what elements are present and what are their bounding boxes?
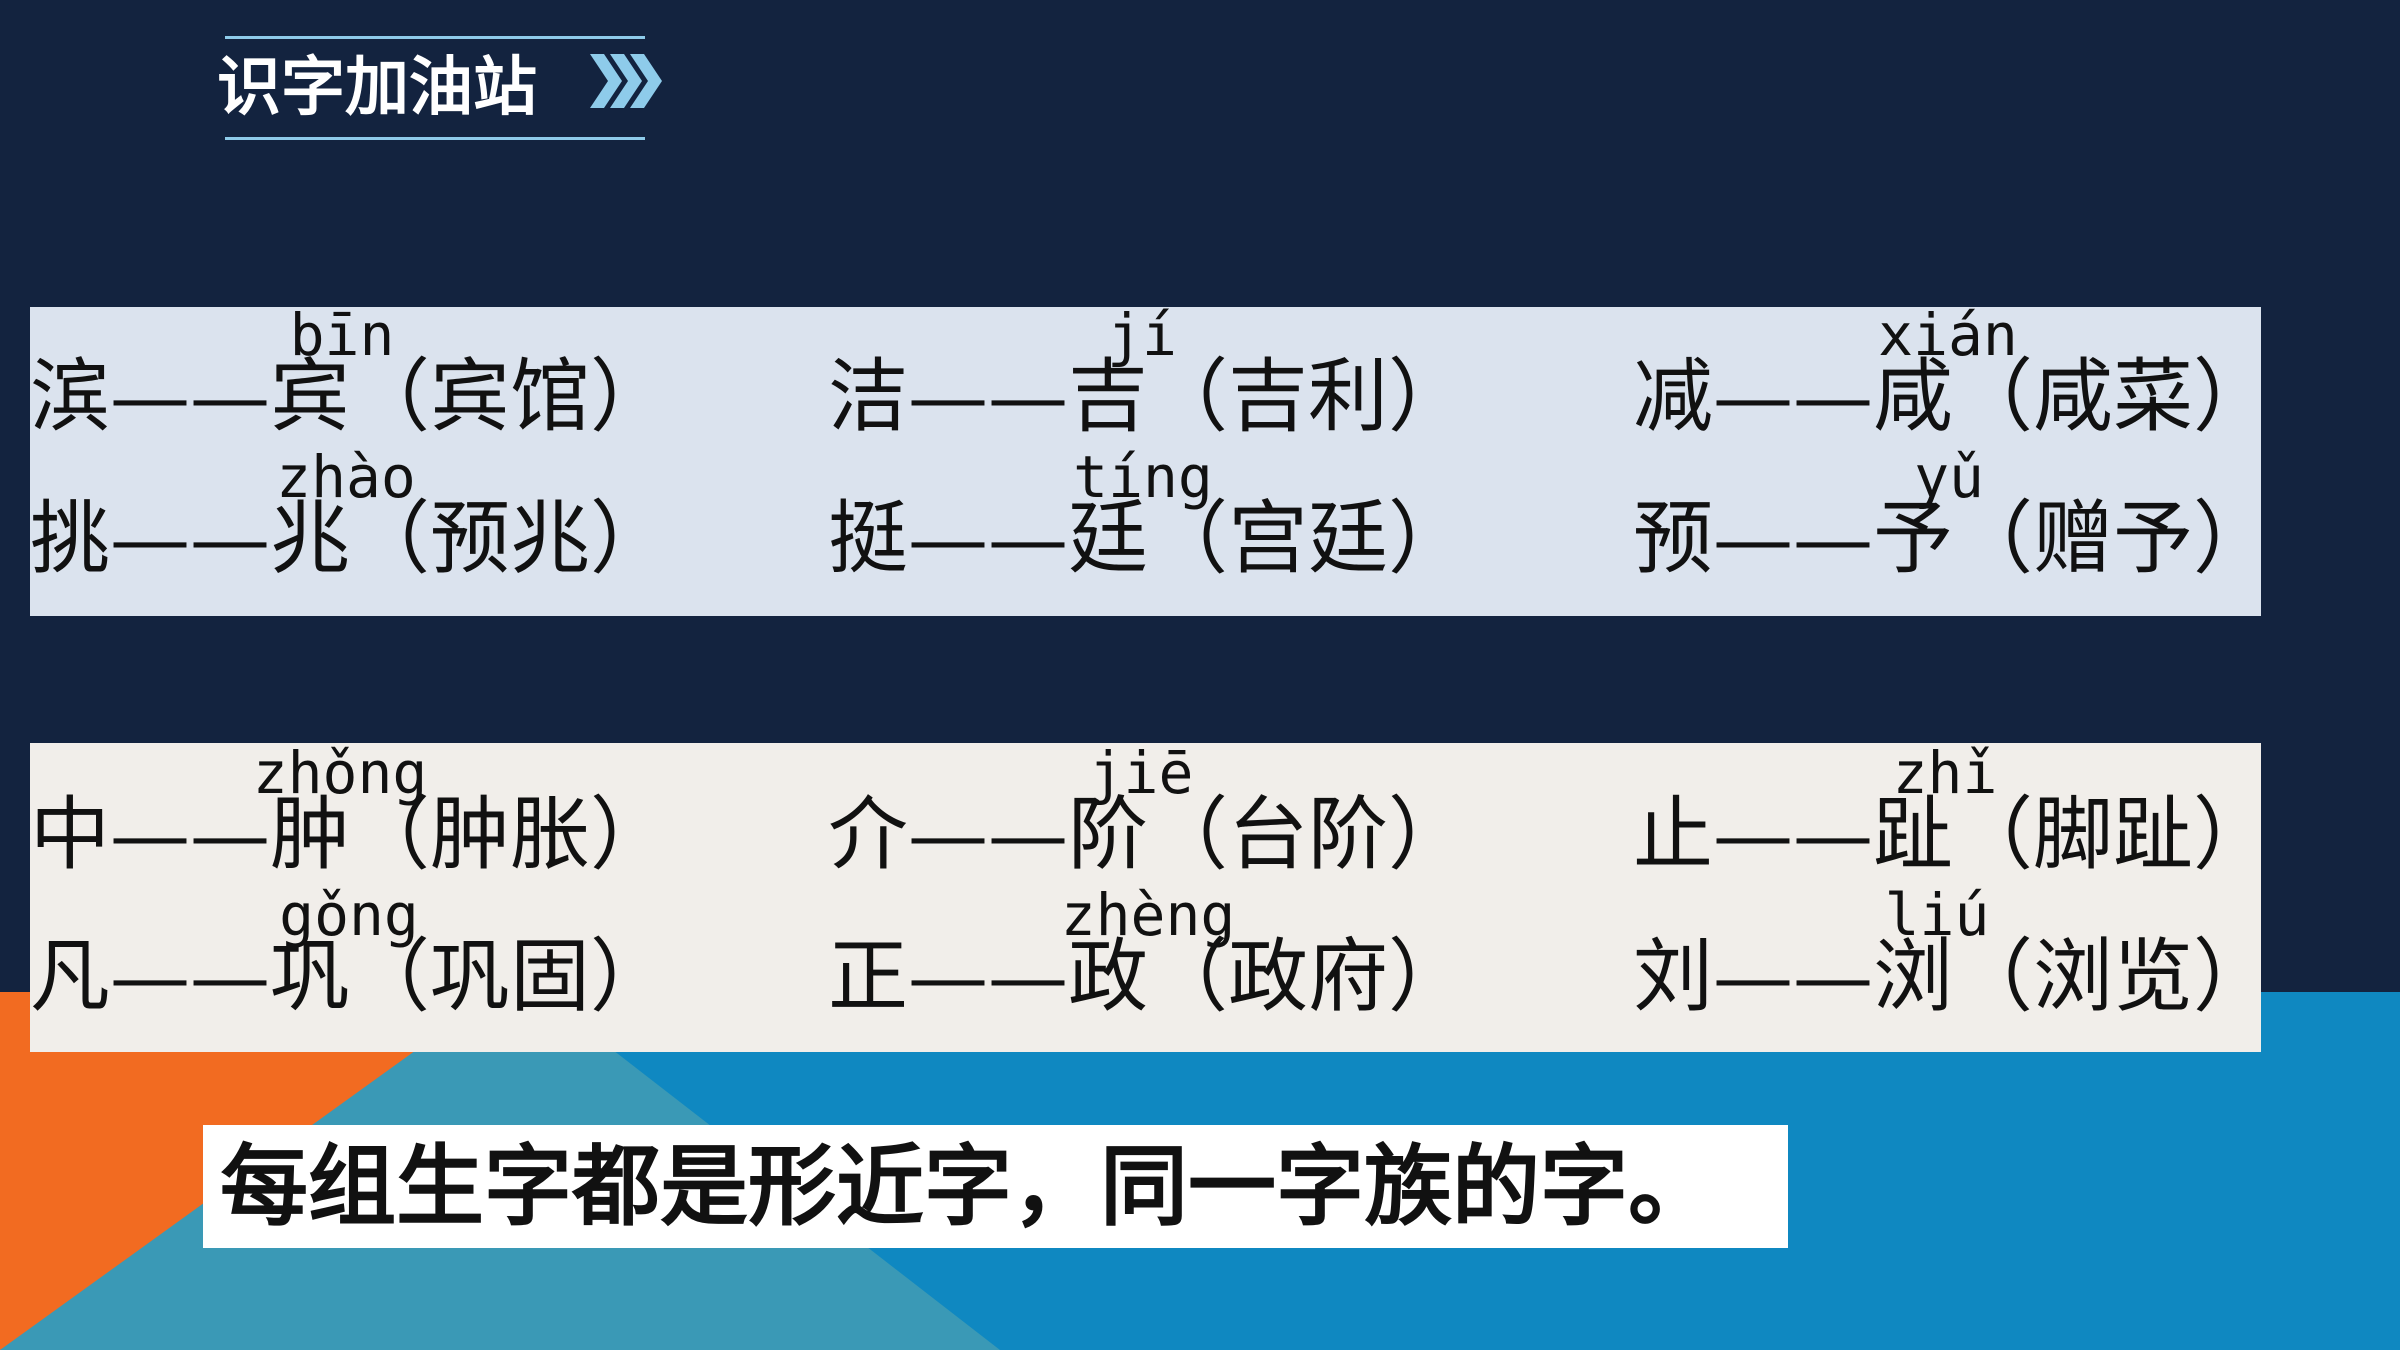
entry-xian: xián 减——咸（咸菜）	[1633, 303, 2333, 443]
pinyin-annotation: bīn	[289, 301, 395, 369]
character-pair: 止——趾（脚趾）	[1633, 788, 2273, 881]
summary-caption: 每组生字都是形近字，同一字族的字。	[220, 1135, 1717, 1238]
pinyin-annotation: xián	[1878, 301, 2018, 369]
character-pair: 预——予（赠予）	[1633, 492, 2273, 585]
character-pair: 介——阶（台阶）	[828, 788, 1468, 881]
pinyin-annotation: liú	[1884, 881, 1990, 949]
character-pair: 减——咸（咸菜）	[1633, 350, 2273, 443]
character-pair: 中——肿（肿胀）	[30, 788, 670, 881]
entry-zheng: zhèng 正——政（政府）	[828, 883, 1528, 1023]
character-pair: 挺——廷（宫廷）	[828, 492, 1468, 585]
pinyin-annotation: zhǐ	[1892, 739, 1998, 807]
pinyin-annotation: gǒng	[279, 881, 419, 949]
entry-ji: jí 洁——吉（吉利）	[828, 303, 1528, 443]
entry-zhi: zhǐ 止——趾（脚趾）	[1633, 741, 2333, 881]
character-pair: 刘——浏（浏览）	[1633, 930, 2273, 1023]
entry-gong: gǒng 凡——巩（巩固）	[30, 883, 730, 1023]
entry-jie: jiē 介——阶（台阶）	[828, 741, 1528, 881]
pinyin-annotation: tíng	[1073, 443, 1213, 511]
pinyin-annotation: zhào	[276, 443, 416, 511]
pinyin-annotation: jí	[1107, 301, 1177, 369]
slide-title: 识字加油站	[217, 51, 537, 125]
slide-header: 识字加油站	[217, 36, 662, 142]
character-pair: 滨——宾（宾馆）	[30, 350, 670, 443]
header-top-rule	[225, 36, 645, 39]
pinyin-annotation: zhǒng	[252, 739, 428, 807]
character-pair: 洁——吉（吉利）	[828, 350, 1468, 443]
entry-liu: liú 刘——浏（浏览）	[1633, 883, 2333, 1023]
character-group-2: zhǒng 中——肿（肿胀） jiē 介——阶（台阶） zhǐ 止——趾（脚趾）…	[30, 741, 2273, 1052]
entry-zhong: zhǒng 中——肿（肿胀）	[30, 741, 730, 881]
pinyin-annotation: zhèng	[1060, 881, 1236, 949]
pinyin-annotation: jiē	[1088, 739, 1194, 807]
triple-chevron-right-icon	[590, 54, 662, 108]
entry-yu: yǔ 预——予（赠予）	[1633, 445, 2333, 585]
entry-bin: bīn 滨——宾（宾馆）	[30, 303, 730, 443]
summary-caption-box: 每组生字都是形近字，同一字族的字。	[203, 1125, 1788, 1248]
header-bottom-rule	[225, 137, 645, 140]
entry-ting: tíng 挺——廷（宫廷）	[828, 445, 1528, 585]
pinyin-annotation: yǔ	[1914, 443, 1984, 511]
character-pair: 凡——巩（巩固）	[30, 930, 670, 1023]
character-pair: 正——政（政府）	[828, 930, 1468, 1023]
character-group-1: bīn 滨——宾（宾馆） jí 洁——吉（吉利） xián 减——咸（咸菜） z…	[30, 303, 2273, 616]
character-pair: 挑——兆（预兆）	[30, 492, 670, 585]
entry-zhao: zhào 挑——兆（预兆）	[30, 445, 730, 585]
